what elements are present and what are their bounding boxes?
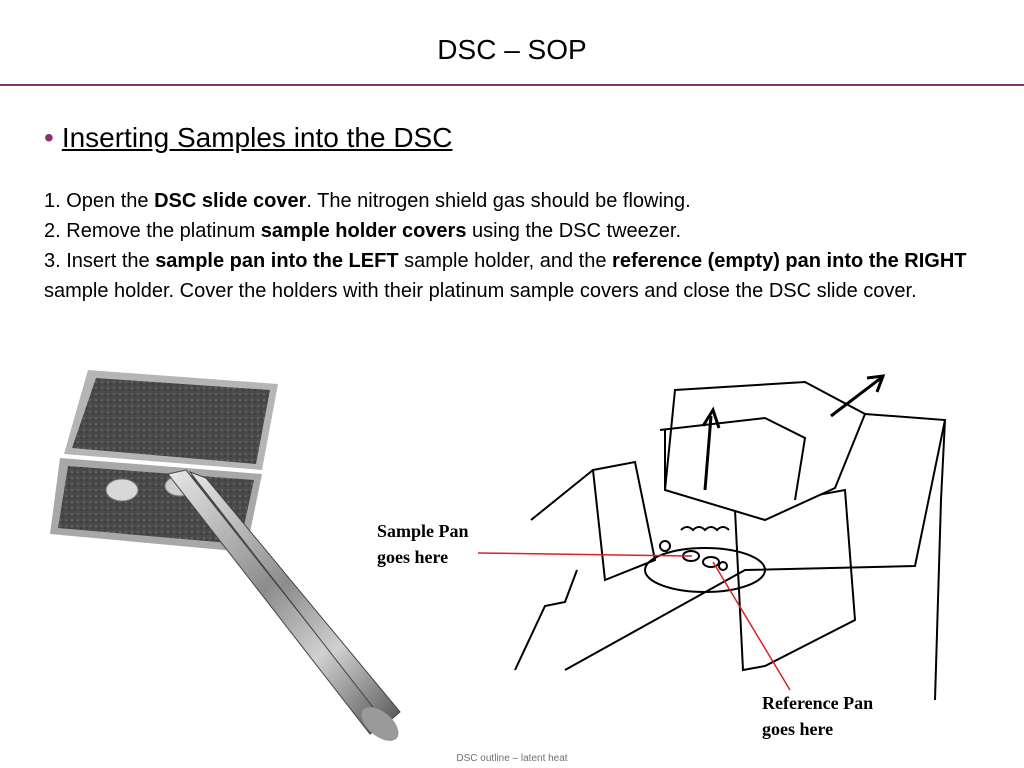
sample-pan-callout: Sample Pan goes here — [377, 518, 469, 570]
reference-pan-callout: Reference Pan goes here — [762, 690, 873, 742]
slide-title: DSC – SOP — [437, 34, 587, 65]
step-1: 1. Open the DSC slide cover. The nitroge… — [44, 186, 994, 216]
callout-line: goes here — [377, 547, 449, 567]
heading-text: Inserting Samples into the DSC — [61, 122, 453, 153]
callout-line: Sample Pan — [377, 521, 469, 541]
bullet-icon: • — [44, 122, 54, 153]
title-divider — [0, 84, 1024, 86]
slide-footer: DSC outline – latent heat — [456, 753, 568, 764]
step-number: 3. — [44, 250, 61, 272]
instruction-steps: 1. Open the DSC slide cover. The nitroge… — [44, 186, 994, 306]
step-text: Open the — [66, 190, 155, 212]
step-emphasis: sample pan into the LEFT — [155, 250, 399, 272]
step-2: 2. Remove the platinum sample holder cov… — [44, 216, 994, 246]
callout-line: goes here — [762, 719, 834, 739]
step-3: 3. Insert the sample pan into the LEFT s… — [44, 246, 994, 306]
step-text: Insert the — [66, 250, 156, 272]
step-text: sample holder. Cover the holders with th… — [44, 280, 917, 302]
step-text: Remove the platinum — [66, 220, 261, 242]
step-text: . The nitrogen shield gas should be flow… — [306, 190, 691, 212]
step-number: 2. — [44, 220, 61, 242]
step-emphasis: DSC slide cover — [154, 190, 307, 212]
step-text: sample holder, and the — [398, 250, 613, 272]
tweezers-and-pan-box-photo — [50, 370, 401, 741]
step-emphasis: reference (empty) pan into the RIGHT — [612, 250, 967, 272]
step-number: 1. — [44, 190, 61, 212]
step-emphasis: sample holder covers — [260, 220, 467, 242]
dsc-cell-drawing — [514, 374, 947, 700]
step-text: using the DSC tweezer. — [466, 220, 682, 242]
section-heading: •Inserting Samples into the DSC — [44, 120, 452, 156]
callout-line: Reference Pan — [762, 693, 874, 713]
